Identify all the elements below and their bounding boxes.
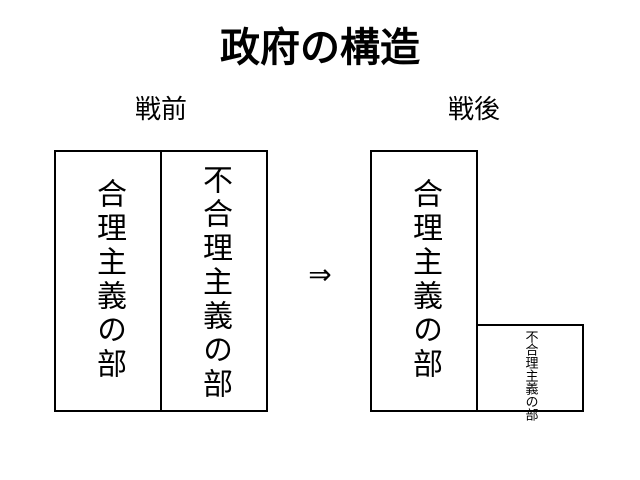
after-heading: 戦後 bbox=[447, 95, 500, 125]
after-rational-label: 合理主義の部 bbox=[407, 178, 442, 382]
after-rational-box: 合理主義の部 bbox=[370, 150, 478, 412]
before-heading: 戦前 bbox=[134, 95, 187, 125]
after-irrational-label: 不合理主義の部 bbox=[522, 330, 538, 421]
before-rational-box: 合理主義の部 bbox=[54, 150, 162, 412]
before-irrational-box: 不合理主義の部 bbox=[160, 150, 268, 412]
diagram-title: 政府の構造 bbox=[220, 25, 420, 71]
before-irrational-label: 不合理主義の部 bbox=[197, 164, 232, 402]
after-irrational-box: 不合理主義の部 bbox=[476, 324, 584, 421]
transition-arrow: ⇒ bbox=[308, 258, 332, 291]
before-rational-label: 合理主義の部 bbox=[91, 178, 126, 382]
